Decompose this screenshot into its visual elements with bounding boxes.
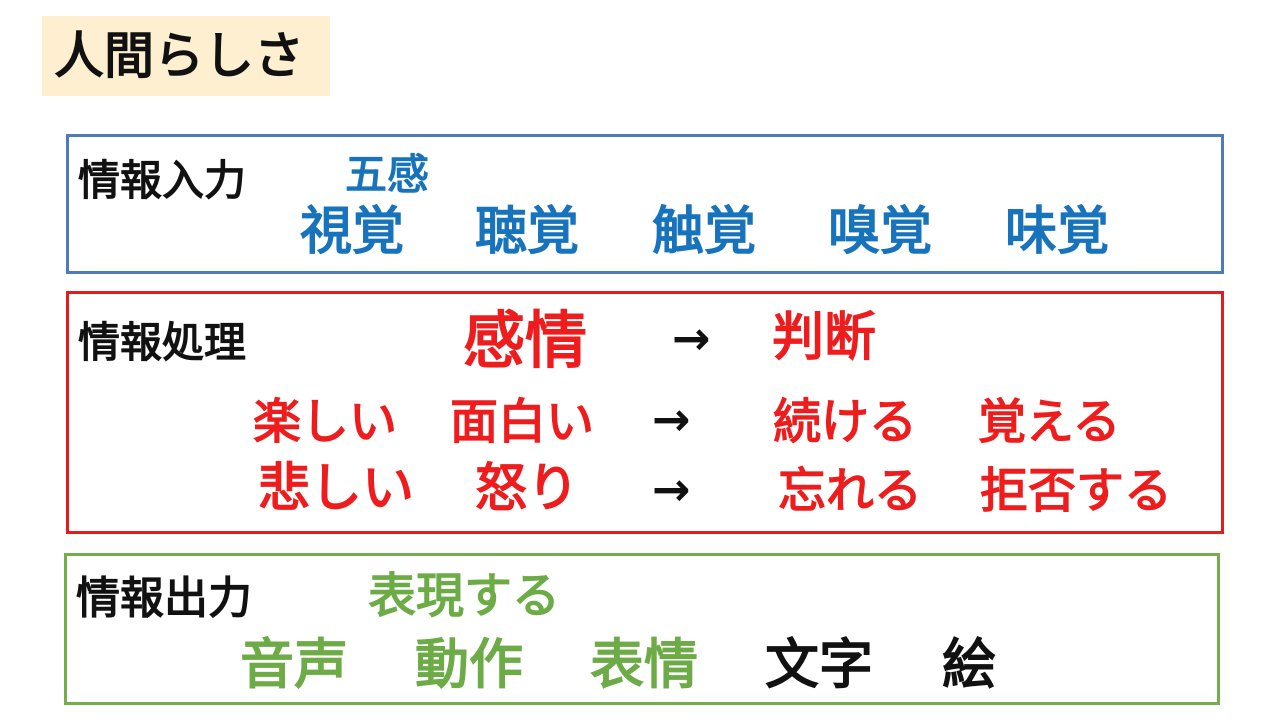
output-expression: 表情 [590,633,698,696]
info-output-panel [64,553,1220,705]
action-continue: 続ける [773,394,918,450]
arrow-negative: → [652,462,691,516]
output-drawing: 絵 [942,633,996,696]
express-label: 表現する [368,568,561,624]
sense-smell: 嗅覚 [828,202,933,262]
info-output-header: 情報出力 [76,573,252,624]
info-process-panel [66,291,1224,534]
five-senses-label: 五感 [345,150,430,199]
info-input-panel [66,134,1224,274]
output-voice: 音声 [240,633,348,696]
page-title: 人間らしさ [54,27,304,85]
action-remember: 覚える [978,394,1121,450]
sense-taste: 味覚 [1005,202,1110,262]
sense-sight: 視覚 [300,202,405,262]
action-forget: 忘れる [778,463,923,519]
output-text: 文字 [765,633,873,696]
output-motion: 動作 [415,633,523,696]
sense-hearing: 聴覚 [475,202,580,262]
arrow-positive: → [652,392,691,446]
title-banner: 人間らしさ [42,16,330,96]
emotion-anger: 怒り [475,459,580,519]
judgment-label: 判断 [772,308,877,368]
emotion-sad: 悲しい [258,459,415,519]
action-refuse: 拒否する [980,463,1173,519]
emotion-label: 感情 [463,304,588,377]
info-input-header: 情報入力 [78,156,247,205]
sense-touch: 触覚 [652,202,757,262]
info-process-header: 情報処理 [78,318,247,367]
arrow-emotion-to-judgment: → [672,311,711,365]
emotion-interesting: 面白い [450,394,595,450]
emotion-fun: 楽しい [253,394,398,450]
